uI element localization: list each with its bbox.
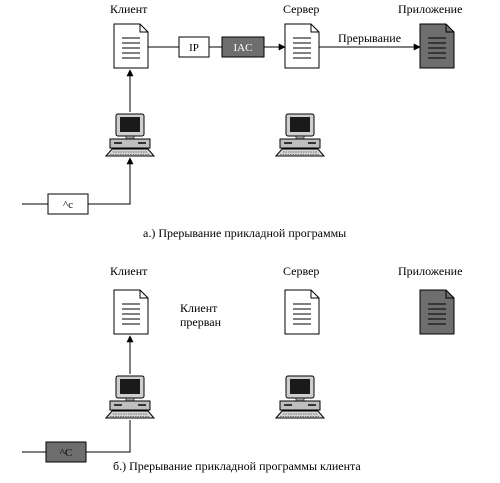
application-document-icon	[419, 23, 455, 69]
client-label-a: Клиент	[110, 2, 148, 16]
panel-b: Клиент Сервер Приложение Клиент прерван …	[22, 264, 462, 473]
server-label-b: Сервер	[283, 264, 319, 278]
key-box-label-b: ^C	[60, 447, 73, 459]
caption-a: а.) Прерывание прикладной программы	[143, 226, 346, 240]
ip-box-label: IP	[189, 42, 199, 54]
app-label-a: Приложение	[398, 2, 462, 16]
panel-a: Клиент Сервер Приложение IP IAC Прерыван…	[22, 2, 462, 240]
client-document-icon	[113, 23, 149, 69]
key-box-label-a: ^c	[63, 199, 73, 211]
interrupt-label-a: Прерывание	[338, 31, 401, 45]
server-computer-icon	[275, 113, 325, 157]
key-to-computer-arrow-a	[88, 157, 134, 205]
client-status-line1: Клиент	[180, 301, 218, 315]
server-computer-icon	[275, 375, 325, 419]
client-label-b: Клиент	[110, 264, 148, 278]
client-computer-icon	[105, 375, 155, 419]
iac-box-label: IAC	[234, 42, 253, 54]
caption-b: б.) Прерывание прикладной программы клие…	[113, 459, 361, 473]
application-document-icon	[419, 289, 455, 335]
client-status-line2: прерван	[180, 315, 222, 329]
client-document-icon	[113, 289, 149, 335]
key-to-computer-line-b	[86, 420, 131, 453]
server-document-icon	[284, 289, 320, 335]
server-document-icon	[284, 23, 320, 69]
client-computer-icon	[105, 113, 155, 157]
server-label-a: Сервер	[283, 2, 319, 16]
app-label-b: Приложение	[398, 264, 462, 278]
